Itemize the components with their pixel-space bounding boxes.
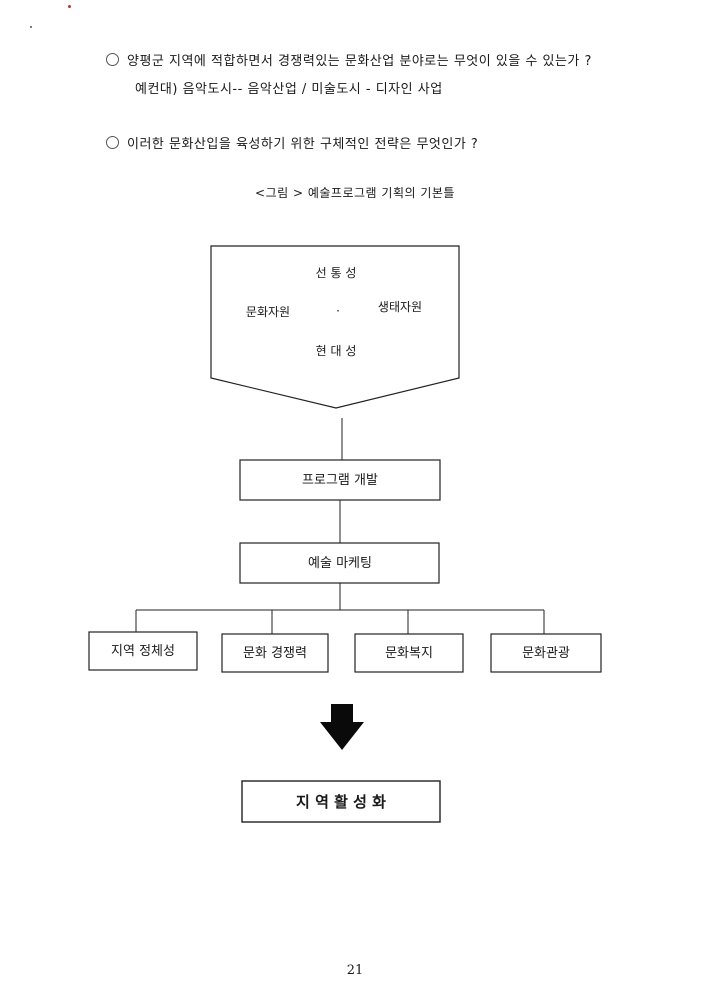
page-number: 21 — [346, 963, 364, 978]
art-marketing-label: 예술 마케팅 — [308, 556, 372, 571]
pentagon-bottom-label: 현 대 성 — [316, 344, 357, 358]
branch-label-2: 문화 경쟁력 — [243, 646, 307, 661]
branch-box-4 — [490, 633, 602, 673]
pentagon-right-label: 생태자원 — [378, 300, 422, 314]
scan-speck — [30, 26, 32, 28]
result-box — [241, 780, 441, 823]
example-line: 예컨대) 음악도시-- 음악산업 / 미술도시 - 디자인 사업 — [135, 82, 443, 97]
circle-bullet-icon — [106, 136, 119, 149]
question-2-text: 이러한 문화산입을 육성하기 위한 구체적인 전략은 무엇인가 ? — [127, 137, 479, 152]
down-arrow-icon — [320, 704, 364, 750]
figure-caption: <그림 > 예술프로그램 기획의 기본틀 — [255, 186, 455, 200]
scan-speck — [68, 5, 71, 8]
branch-box-2 — [221, 633, 329, 673]
program-dev-label: 프로그램 개발 — [302, 473, 378, 488]
result-label: 지 역 활 성 화 — [296, 793, 386, 811]
pentagon-left-label: 문화자원 — [246, 305, 290, 319]
circle-bullet-icon — [106, 53, 119, 66]
question-2: 이러한 문화산입을 육성하기 위한 구체적인 전략은 무엇인가 ? — [106, 133, 478, 152]
question-1-text: 양평군 지역에 적합하면서 경쟁력있는 문화산업 분야로는 무엇이 있을 수 있… — [127, 54, 592, 69]
branch-label-4: 문화관광 — [522, 646, 570, 661]
branch-label-1: 지역 정체성 — [111, 644, 175, 659]
pentagon-dot: · — [336, 304, 340, 318]
question-1: 양평군 지역에 적합하면서 경쟁력있는 문화산업 분야로는 무엇이 있을 수 있… — [106, 50, 592, 69]
branch-label-3: 문화복지 — [385, 646, 433, 661]
pentagon-top-label: 선 통 성 — [316, 266, 357, 280]
branch-box-1 — [88, 631, 198, 671]
pentagon-shape — [210, 245, 460, 409]
branch-box-3 — [354, 633, 464, 673]
